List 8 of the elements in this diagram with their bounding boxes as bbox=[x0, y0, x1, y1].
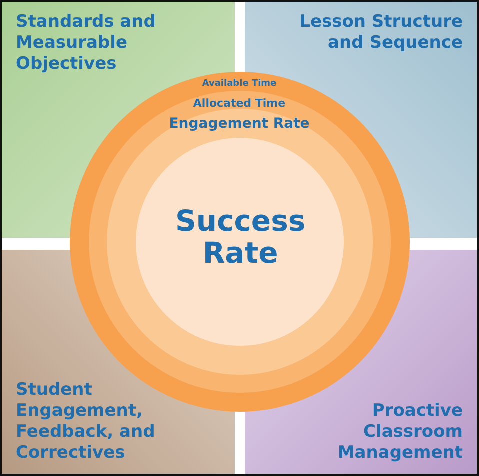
quadrant-title: Proactive Classroom Management bbox=[336, 401, 463, 464]
quadrant-title: Student Engagement, Feedback, and Correctives bbox=[16, 380, 156, 464]
ring-label: Available Time bbox=[202, 80, 277, 90]
ring-label: Allocated Time bbox=[193, 98, 286, 110]
quadrant-title: Standards and Measurable Objectives bbox=[16, 12, 157, 75]
ring-label: Success Rate bbox=[176, 206, 306, 270]
ring-label: Engagement Rate bbox=[169, 117, 310, 132]
quadrant-title: Lesson Structure and Sequence bbox=[298, 12, 463, 54]
